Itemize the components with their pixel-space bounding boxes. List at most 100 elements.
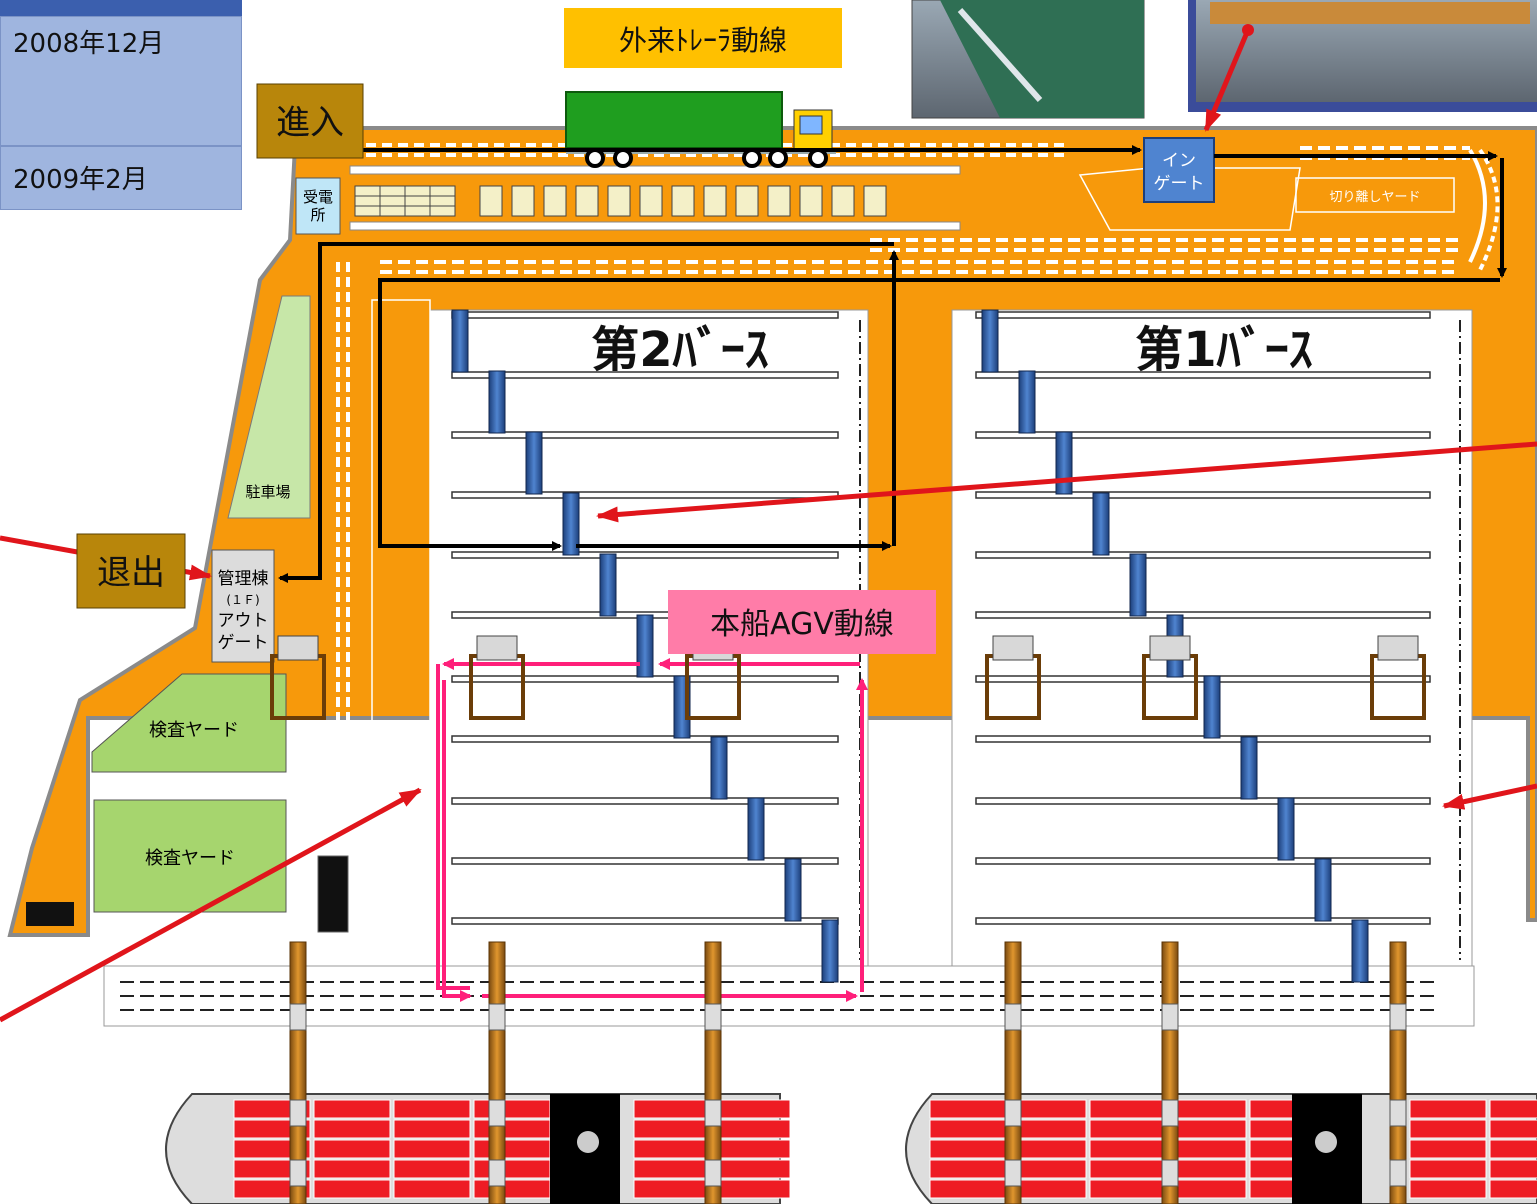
ship-container-bay xyxy=(393,1139,471,1159)
yard-crane xyxy=(1129,553,1147,617)
ship-container-bay xyxy=(473,1179,551,1199)
ship-container-bay xyxy=(929,1179,1007,1199)
ship-container-bay xyxy=(633,1159,711,1179)
ship-container-bay xyxy=(473,1099,551,1119)
yard-row xyxy=(451,551,839,559)
admin-label-3: アウト xyxy=(218,611,269,631)
yard-crane xyxy=(636,614,654,678)
ship-right xyxy=(905,1093,1537,1204)
yard-crane xyxy=(1351,919,1369,983)
substation-label-1: 受電 xyxy=(303,188,333,206)
boom-segment xyxy=(1389,1003,1407,1031)
ship-container-bay xyxy=(633,1139,711,1159)
ship-container-bay xyxy=(1409,1099,1487,1119)
ship-container-bay xyxy=(929,1139,1007,1159)
boom-segment xyxy=(488,1159,506,1187)
in-gate-label-2: ゲート xyxy=(1154,174,1205,194)
ship-left xyxy=(165,1093,791,1204)
boom-segment xyxy=(1004,1099,1022,1127)
ship-container-bay xyxy=(473,1139,551,1159)
yard-crane xyxy=(1203,675,1221,739)
ship-container-bay xyxy=(1489,1119,1537,1139)
ship-container-bay xyxy=(1169,1099,1247,1119)
yard-cranes xyxy=(451,309,1369,983)
yard-crane xyxy=(1055,431,1073,495)
ship-container-bay xyxy=(1489,1159,1537,1179)
yard-row xyxy=(451,371,839,379)
entry-text: 進入 xyxy=(276,103,344,143)
quay-crane-trolley xyxy=(277,635,319,661)
admin-label-4: ゲート xyxy=(218,633,269,653)
yard-row xyxy=(975,735,1431,743)
ship-container-bay xyxy=(1089,1139,1167,1159)
ship-container-bay xyxy=(473,1159,551,1179)
berth-1-title: 第1ﾊﾞｰｽ xyxy=(1135,322,1312,378)
in-gate-label-1: イン xyxy=(1162,151,1196,171)
ship-container-bay xyxy=(929,1159,1007,1179)
yard-crane xyxy=(451,309,469,373)
ship-container-bay xyxy=(313,1119,391,1139)
ship-container-bay xyxy=(1409,1179,1487,1199)
boom-segment xyxy=(1004,1159,1022,1187)
boom-segment xyxy=(704,1003,722,1031)
ship-container-bay xyxy=(393,1159,471,1179)
ship-container-bay xyxy=(929,1119,1007,1139)
boom-segment xyxy=(289,1099,307,1127)
yard-crane xyxy=(525,431,543,495)
ship-container-bay xyxy=(1089,1119,1167,1139)
trailer-route xyxy=(278,145,1507,583)
ship-container-bay xyxy=(633,1119,711,1139)
boom-segment xyxy=(488,1099,506,1127)
ship-container-bay xyxy=(313,1099,391,1119)
trailer-route-text: 外来ﾄﾚｰﾗ動線 xyxy=(619,24,787,57)
yard-row xyxy=(451,857,839,865)
inspection-yard-2: 検査ヤード xyxy=(93,799,287,913)
ship-container-bay xyxy=(393,1119,471,1139)
ship-container-bay xyxy=(713,1139,791,1159)
date-panel-header xyxy=(0,0,242,16)
quay-crane-trolley xyxy=(1149,635,1191,661)
ship-container-bay xyxy=(929,1099,1007,1119)
yard-row xyxy=(975,371,1431,379)
yard-crane xyxy=(488,370,506,434)
ship-container-bay xyxy=(473,1119,551,1139)
ship-container-bay xyxy=(1089,1099,1167,1119)
ship-container-bay xyxy=(1409,1139,1487,1159)
boom-segment xyxy=(1389,1159,1407,1187)
boom-segment xyxy=(704,1099,722,1127)
separation-yard xyxy=(1295,177,1455,213)
boom-segment xyxy=(289,1003,307,1031)
yard-crane xyxy=(562,492,580,556)
yard-crane xyxy=(1092,492,1110,556)
ship-container-bay xyxy=(713,1179,791,1199)
yard-row xyxy=(975,917,1431,925)
substation-label-2: 所 xyxy=(310,206,325,224)
separation-yard-label: 切り離しヤード xyxy=(1329,190,1420,205)
boom-segment xyxy=(704,1159,722,1187)
ship-container-bay xyxy=(713,1119,791,1139)
boom-segment xyxy=(289,1159,307,1187)
berth-2-title: 第2ﾊﾞｰｽ xyxy=(591,322,768,378)
ship-container-bay xyxy=(633,1099,711,1119)
boom-segment xyxy=(1161,1003,1179,1031)
boom-segment xyxy=(1389,1099,1407,1127)
crane-cab-photo xyxy=(911,0,1145,119)
yard-crane xyxy=(1240,736,1258,800)
ship-container-bay xyxy=(1169,1139,1247,1159)
ship-container-bay xyxy=(393,1099,471,1119)
boom-segment xyxy=(1161,1099,1179,1127)
parking-area: 駐車場 xyxy=(227,295,311,519)
yard-crane xyxy=(1018,370,1036,434)
yard-crane xyxy=(981,309,999,373)
quay-crane-trolley xyxy=(1377,635,1419,661)
agv-route xyxy=(436,658,868,1002)
yard-row xyxy=(451,735,839,743)
yard-row xyxy=(975,311,1431,319)
ship-container-bay xyxy=(1169,1159,1247,1179)
admin-label-2: (１Ｆ) xyxy=(226,593,259,607)
exit-text: 退出 xyxy=(97,553,165,593)
yard-row xyxy=(451,431,839,439)
gate-photo xyxy=(1188,0,1537,112)
yard-row xyxy=(975,551,1431,559)
